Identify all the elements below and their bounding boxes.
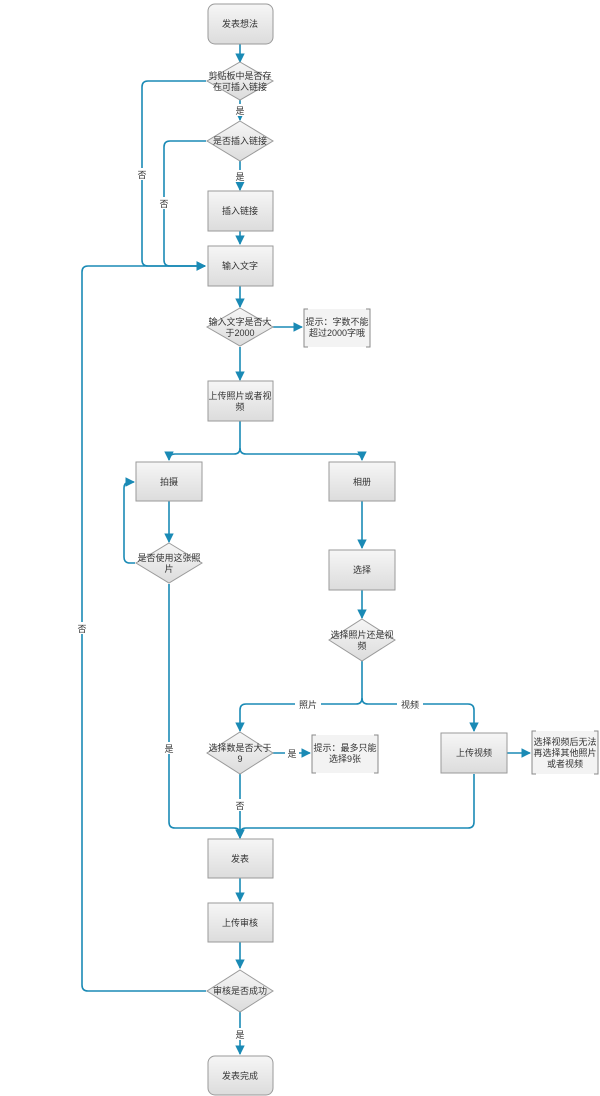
decision-review-label: 审核是否成功 (213, 985, 267, 996)
node-upload-media-line2: 频 (235, 401, 244, 412)
decision-insert-link: 是否插入链接 (206, 120, 274, 162)
edges (81, 44, 531, 1055)
edge-upload-to-album (239, 447, 367, 461)
note-select-limit-line2: 选择9张 (329, 753, 361, 764)
decision-text-length-line2: 于2000 (225, 328, 254, 338)
node-upload-video: 上传视频 (440, 732, 508, 774)
label-count-yes: 是 (287, 749, 296, 759)
decision-clipboard-line1: 剪贴板中是否存 (208, 70, 271, 81)
node-input-text: 输入文字 (207, 245, 274, 287)
edge-video-to-publish (239, 774, 475, 835)
decision-select-count-line1: 选择数是否大于 (208, 742, 271, 753)
note-select-limit: 提示：最多只能 选择9张 (311, 734, 379, 774)
note-video-line1: 选择视频后无法 (533, 736, 596, 747)
node-album: 相册 (328, 461, 396, 502)
decision-text-length-line1: 输入文字是否大 (208, 316, 271, 327)
decision-use-photo-line2: 片 (164, 563, 173, 574)
edge-photovideo-to-photo (235, 661, 363, 732)
edge-clipboard-no (141, 80, 206, 271)
node-insert-link-label: 插入链接 (222, 205, 258, 216)
decision-clipboard: 剪贴板中是否存 在可插入链接 (205, 61, 275, 101)
decision-use-photo-line1: 是否使用这张照 (137, 552, 200, 563)
node-insert-link: 插入链接 (207, 190, 274, 232)
node-select-label: 选择 (353, 564, 371, 575)
note-video-line2: 再选择其他照片 (533, 747, 596, 758)
decision-photo-or-video-line1: 选择照片还是视 (330, 629, 393, 640)
note-text-limit-line1: 提示：字数不能 (305, 316, 368, 327)
decision-select-count-line2: 9 (237, 754, 242, 764)
node-select: 选择 (328, 549, 396, 591)
node-publish-label: 发表 (231, 853, 249, 864)
decision-text-length: 输入文字是否大 于2000 (205, 307, 275, 347)
label-review-no: 否 (77, 624, 86, 634)
edge-usephoto-no-loop (123, 477, 135, 564)
decision-insert-link-label: 是否插入链接 (213, 135, 267, 146)
node-upload-media: 上传照片或者视 频 (207, 380, 274, 422)
edge-labels: 是 否 是 否 是 照片 视频 是 否 否 是 (75, 104, 423, 1040)
label-photo-branch: 照片 (299, 699, 317, 710)
note-text-limit: 提示：字数不能 超过2000字哦 (303, 308, 371, 348)
edge-photovideo-to-video (361, 697, 479, 732)
node-input-text-label: 输入文字 (222, 260, 258, 271)
label-insert-no: 否 (159, 199, 168, 209)
label-review-yes: 是 (235, 1030, 244, 1040)
decision-use-photo: 是否使用这张照 片 (135, 542, 203, 584)
label-clipboard-yes: 是 (235, 106, 244, 116)
note-video-line3: 或者视频 (547, 758, 583, 769)
node-upload-review-label: 上传审核 (222, 917, 258, 928)
node-take-photo-label: 拍摄 (160, 476, 178, 487)
label-usephoto-yes: 是 (164, 744, 173, 754)
node-upload-video-label: 上传视频 (456, 747, 492, 758)
node-start: 发表想法 (207, 3, 274, 45)
node-publish: 发表 (207, 838, 274, 879)
edge-usephoto-yes (168, 584, 245, 839)
node-take-photo: 拍摄 (135, 461, 203, 502)
node-album-label: 相册 (353, 476, 371, 487)
label-video-branch: 视频 (401, 699, 419, 710)
label-insert-yes: 是 (235, 172, 244, 182)
note-select-limit-line1: 提示：最多只能 (313, 742, 376, 753)
label-count-no: 否 (235, 801, 244, 811)
decision-review: 审核是否成功 (206, 969, 274, 1013)
node-start-label: 发表想法 (222, 18, 258, 29)
node-upload-media-line1: 上传照片或者视 (208, 390, 271, 401)
edge-upload-to-take (164, 421, 241, 461)
note-video: 选择视频后无法 再选择其他照片 或者视频 (531, 730, 599, 775)
node-publish-done-label: 发表完成 (222, 1070, 258, 1081)
label-clipboard-no: 否 (137, 170, 146, 180)
decision-photo-or-video: 选择照片还是视 频 (328, 618, 396, 662)
node-publish-done: 发表完成 (207, 1055, 274, 1096)
note-text-limit-line2: 超过2000字哦 (309, 327, 365, 338)
decision-photo-or-video-line2: 频 (357, 640, 366, 651)
decision-clipboard-line2: 在可插入链接 (213, 81, 267, 92)
node-upload-review: 上传审核 (207, 902, 274, 943)
edge-review-no (81, 261, 206, 992)
decision-select-count: 选择数是否大于 9 (206, 731, 274, 775)
